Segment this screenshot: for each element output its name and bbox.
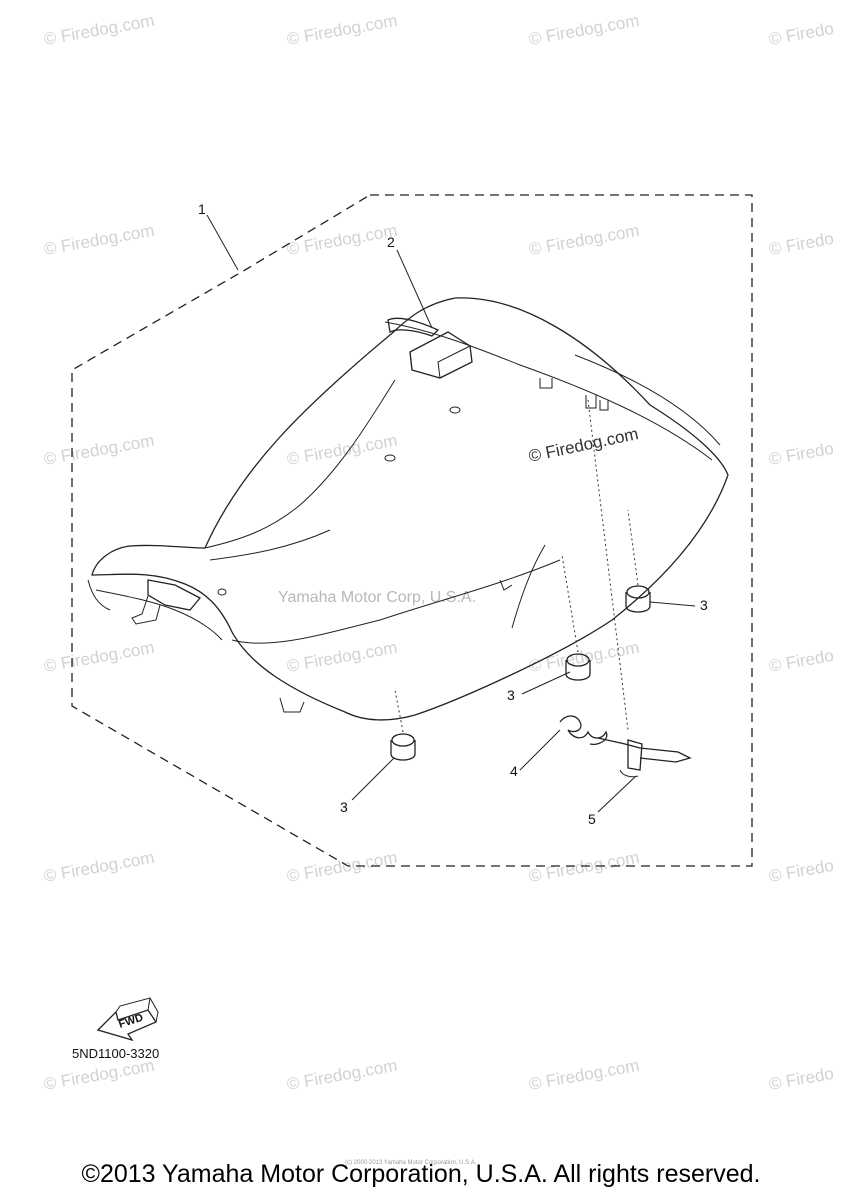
watermark: © Firedo [767, 856, 835, 886]
seat-strap [387, 317, 473, 379]
watermark: © Firedog.com [42, 638, 155, 676]
watermark: © Firedo [767, 1064, 835, 1094]
callout-1: 1 [198, 201, 206, 217]
micro-copyright: (c) 2000-2013 Yamaha Motor Corporation, … [345, 1160, 477, 1166]
watermark: © Firedog.com [42, 11, 155, 49]
watermark: © Firedog.com [42, 848, 155, 886]
watermark: © Firedo [767, 229, 835, 259]
damper-rubber-left [390, 733, 416, 761]
damper-rubber-right [625, 585, 651, 613]
callout-3-center: 3 [507, 687, 515, 703]
watermark: © Firedo [767, 439, 835, 469]
center-watermark: © Firedog.com [527, 424, 640, 466]
callout-5: 5 [588, 811, 596, 827]
diagram-code: 5ND1100-3320 [72, 1046, 160, 1061]
guide-lines [394, 399, 639, 733]
callout-4: 4 [510, 763, 518, 779]
callout-labels: 1 2 3 3 3 4 5 [198, 201, 708, 827]
watermark: © Firedog.com [527, 11, 640, 49]
watermark: © Firedog.com [285, 848, 398, 886]
watermark: © Firedo [767, 646, 835, 676]
callout-3-left: 3 [340, 799, 348, 815]
callout-2: 2 [387, 234, 395, 250]
watermark: © Firedog.com [42, 1056, 155, 1094]
watermark: © Firedog.com [527, 1056, 640, 1094]
assembly-outline [71, 194, 753, 867]
watermark: © Firedog.com [527, 221, 640, 259]
watermark: © Firedog.com [285, 1056, 398, 1094]
watermark: © Firedog.com [285, 431, 398, 469]
fwd-arrow-icon: FWD [96, 997, 159, 1042]
leader-lines [206, 214, 696, 813]
copyright-notice: ©2013 Yamaha Motor Corporation, U.S.A. A… [81, 1160, 761, 1188]
watermark: © Firedog.com [42, 431, 155, 469]
maker-watermark: Yamaha Motor Corp, U.S.A. [278, 589, 476, 606]
watermark: © Firedog.com [527, 848, 640, 886]
watermark-grid: © Firedog.com © Firedog.com © Firedog.co… [42, 11, 835, 1094]
watermark: © Firedog.com [42, 221, 155, 259]
spring-and-hook [559, 715, 692, 778]
watermark: © Firedog.com [285, 11, 398, 49]
callout-3-right: 3 [700, 597, 708, 613]
watermark: © Firedog.com [285, 638, 398, 676]
watermark: © Firedog.com [527, 638, 640, 676]
watermark: © Firedo [767, 19, 835, 49]
watermark: © Firedog.com [285, 221, 398, 259]
seat-illustration [87, 297, 729, 721]
